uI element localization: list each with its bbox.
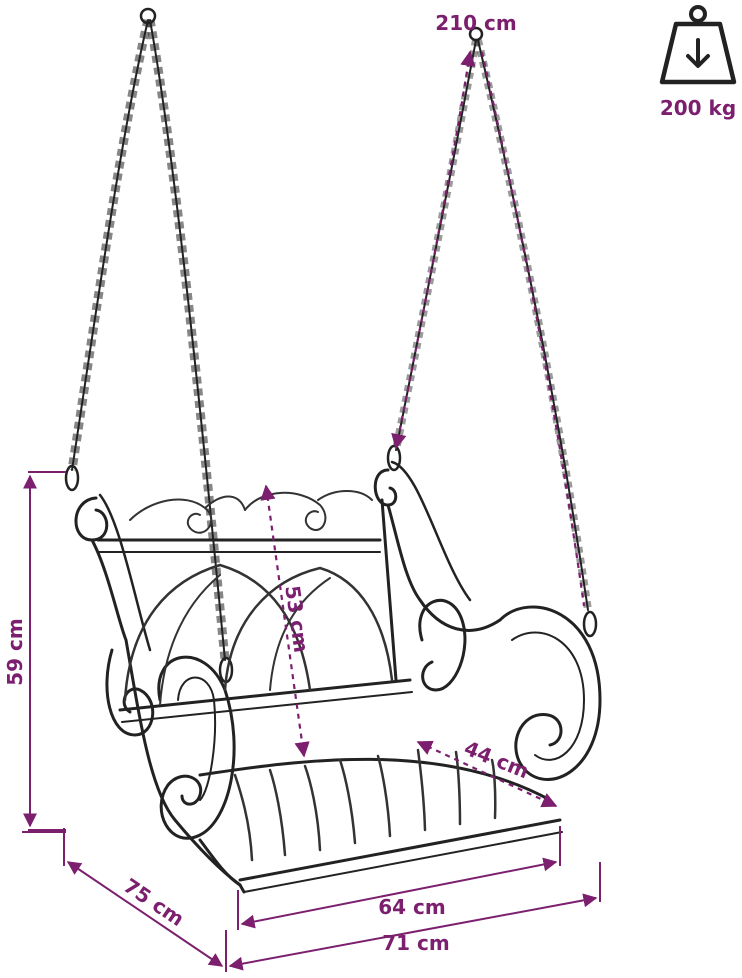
depth-label: 75 cm [119, 873, 188, 931]
height-label: 59 cm [3, 618, 27, 686]
depth-dimension [22, 828, 227, 972]
swing-frame [74, 460, 602, 894]
chain-length-dimension [391, 50, 586, 607]
height-dimension [23, 471, 66, 831]
total-width-label: 71 cm [382, 931, 450, 955]
chain-length-label: 210 cm [435, 11, 516, 35]
total-width-dimension [228, 862, 601, 971]
left-chain [64, 7, 234, 684]
seat-width-label: 64 cm [378, 895, 446, 919]
max-load-label: 200 kg [660, 96, 736, 120]
weight-icon [659, 5, 737, 85]
